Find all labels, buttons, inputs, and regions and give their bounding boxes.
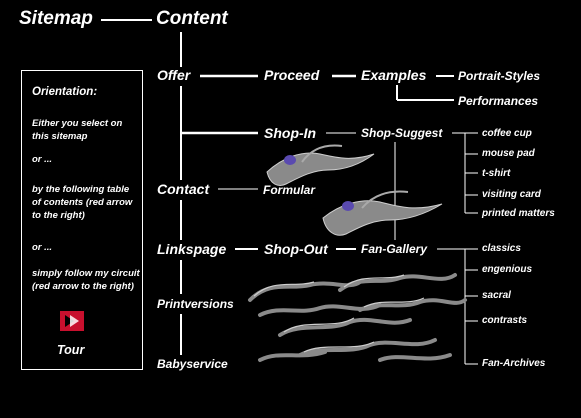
orientation-or-2: or ... [32, 242, 53, 253]
orientation-text-circuit: simply follow my circuit (red arrow to t… [32, 268, 140, 292]
shop-suggest-link[interactable]: Shop-Suggest [361, 126, 443, 140]
fan-gallery-link[interactable]: Fan-Gallery [361, 242, 428, 256]
shop-item-mouse-pad[interactable]: mouse pad [482, 148, 535, 159]
orientation-title: Orientation: [32, 86, 98, 98]
tour-link[interactable]: Tour [57, 343, 85, 357]
fan-item-classics[interactable]: classics [482, 243, 521, 254]
sitemap-title[interactable]: Sitemap [19, 8, 93, 29]
printversions-link[interactable]: Printversions [157, 297, 234, 311]
shop-item-coffee-cup[interactable]: coffee cup [482, 128, 532, 139]
shop-out-link[interactable]: Shop-Out [264, 241, 328, 257]
offer-link[interactable]: Offer [157, 67, 191, 83]
fan-item-engenious[interactable]: engenious [482, 264, 533, 275]
fan-item-fan-archives[interactable]: Fan-Archives [482, 358, 546, 369]
fan-item-contrasts[interactable]: contrasts [482, 315, 528, 326]
bird-illustration-1 [266, 144, 375, 186]
orientation-or-1: or ... [32, 154, 53, 165]
sketch-figures-illustration [248, 273, 467, 362]
shop-in-link[interactable]: Shop-In [264, 125, 317, 141]
orientation-text-select: Either you select on this sitemap [32, 118, 123, 142]
formular-link[interactable]: Formular [263, 183, 316, 197]
bird-illustration-2 [322, 190, 443, 236]
orientation-text-toc: by the following table of contents (red … [32, 184, 133, 221]
shop-item-visiting-card[interactable]: visiting card [482, 189, 541, 200]
examples-link[interactable]: Examples [361, 67, 427, 83]
performances-link[interactable]: Performances [458, 94, 539, 108]
portrait-styles-link[interactable]: Portrait-Styles [458, 69, 541, 83]
babyservice-link[interactable]: Babyservice [157, 357, 228, 371]
shop-item-t-shirt[interactable]: t-shirt [482, 168, 511, 179]
shop-item-printed-matters[interactable]: printed matters [482, 208, 555, 219]
linkspage-link[interactable]: Linkspage [157, 241, 227, 257]
red-arrow-right-icon[interactable] [60, 311, 84, 331]
content-title[interactable]: Content [156, 8, 228, 29]
proceed-link[interactable]: Proceed [264, 67, 320, 83]
contact-link[interactable]: Contact [157, 181, 210, 197]
orientation-panel: Orientation: Either you select on this s… [21, 70, 143, 370]
fan-item-sacral[interactable]: sacral [482, 290, 511, 301]
